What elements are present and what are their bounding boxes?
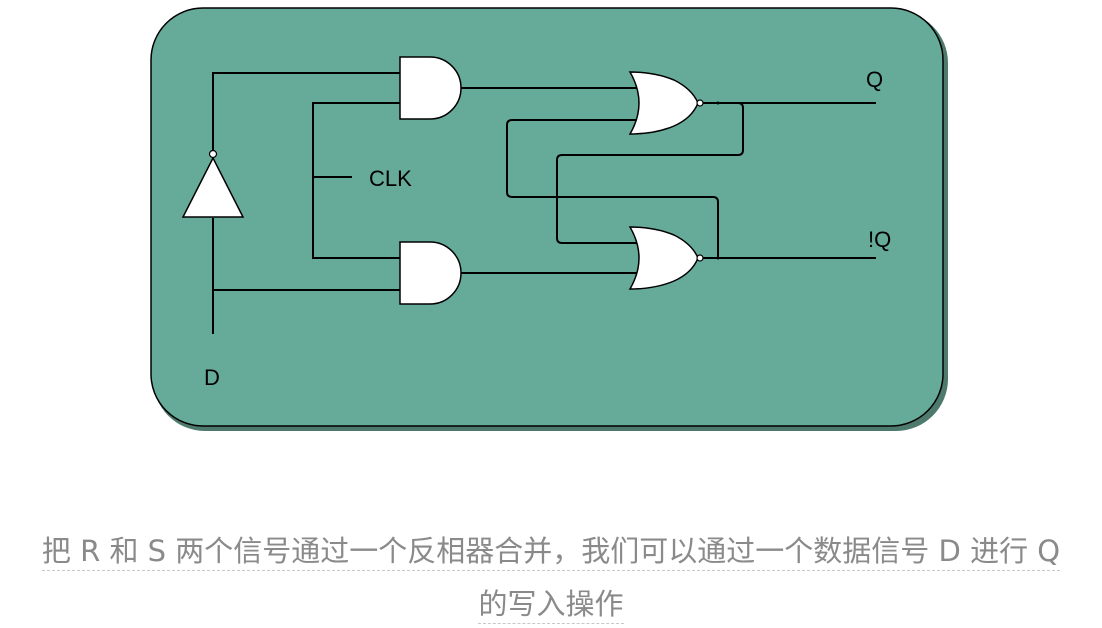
inverter-gate [181, 149, 245, 218]
q-junction [716, 101, 720, 105]
d-latch-circuit-diagram: Q !Q CLK D [150, 7, 948, 431]
d-input-label: D [204, 365, 220, 390]
q-feedback-wire [556, 102, 744, 244]
caption-text-2: 的写入操作 [478, 587, 624, 624]
clk-input-label: CLK [369, 166, 412, 191]
lower-and-gate [399, 241, 462, 305]
clk-rail-wire [312, 102, 400, 259]
not-q-output-label: !Q [868, 227, 891, 252]
caption-line-1: 把 R 和 S 两个信号通过一个反相器合并，我们可以通过一个数据信号 D 进行 … [0, 531, 1102, 571]
not-q-junction [716, 256, 720, 260]
caption-line-2: 的写入操作 [0, 584, 1102, 624]
circuit-wires [212, 72, 876, 334]
not-q-feedback-wire [506, 119, 719, 258]
upper-and-gate [399, 56, 462, 120]
q-output-label: Q [866, 67, 883, 92]
inverter-to-upper-and-wire [212, 72, 400, 152]
circuit-panel [150, 7, 944, 427]
upper-nor-gate [628, 71, 704, 135]
lower-nor-gate [628, 226, 704, 290]
caption-text-1: 把 R 和 S 两个信号通过一个反相器合并，我们可以通过一个数据信号 D 进行 … [41, 534, 1061, 571]
